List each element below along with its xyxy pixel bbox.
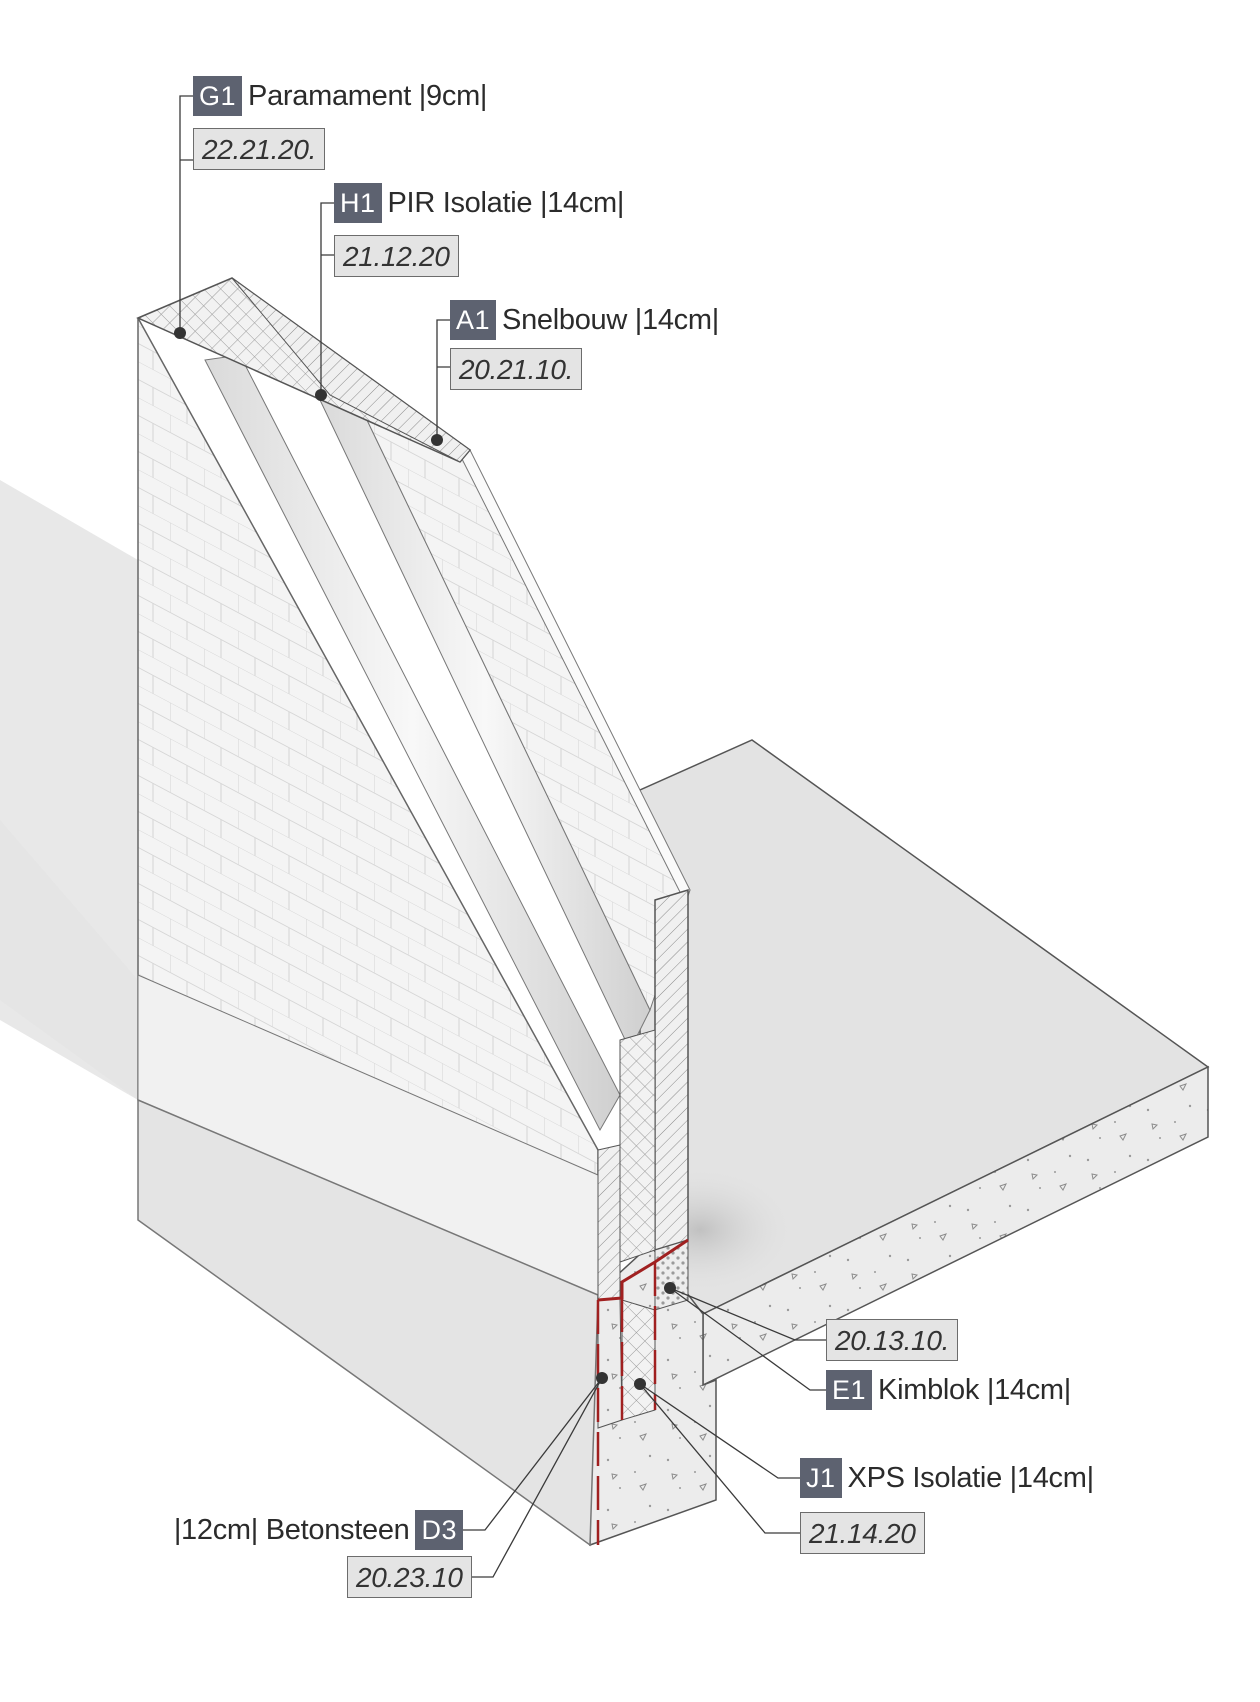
code-e1: 20.13.10. <box>826 1319 959 1361</box>
leader-h1 <box>320 202 334 395</box>
leader-lines <box>179 95 826 1578</box>
label-h1: PIR Isolatie |14cm| <box>387 186 625 219</box>
tag-g1: G1 <box>193 76 243 116</box>
section-cut-betonsteen <box>597 1297 623 1429</box>
label-g1: Paramament |9cm| <box>248 79 488 112</box>
code-j1: 21.14.20 <box>800 1512 925 1554</box>
label-a1: Snelbouw |14cm| <box>502 303 719 336</box>
callout-a1: A1 Snelbouw |14cm| <box>450 300 725 340</box>
tag-j1: J1 <box>800 1458 842 1498</box>
label-e1: Kimblok |14cm| <box>878 1373 1072 1406</box>
callout-j1: J1 XPS Isolatie |14cm| <box>800 1458 1100 1498</box>
leader-a1 <box>436 319 450 440</box>
tag-e1: E1 <box>826 1370 873 1410</box>
code-d3: 20.23.10 <box>347 1556 472 1598</box>
label-d3: |12cm| Betonsteen <box>173 1513 410 1546</box>
code-a1: 20.21.10. <box>450 348 583 390</box>
dot-g1 <box>174 327 186 339</box>
callout-h1: H1 PIR Isolatie |14cm| <box>334 183 630 223</box>
leader-e1 <box>669 1287 826 1391</box>
dot-d3 <box>596 1372 608 1384</box>
cut-line-upper <box>597 1238 689 1302</box>
dot-h1 <box>315 389 327 401</box>
leader-j1 <box>639 1383 800 1534</box>
code-h1: 21.12.20 <box>334 235 459 277</box>
tag-d3: D3 <box>415 1510 463 1550</box>
plinth-band-lower <box>137 1098 599 1547</box>
tag-h1: H1 <box>334 183 382 223</box>
cut-line-vertical <box>596 1262 657 1545</box>
dot-j1 <box>634 1378 646 1390</box>
tag-a1: A1 <box>450 300 497 340</box>
section-cut-facade <box>597 1144 621 1301</box>
cast-shadow-lower <box>0 820 138 1100</box>
callout-e1: E1 Kimblok |14cm| <box>826 1370 1077 1410</box>
section-cut-pir <box>619 1029 656 1263</box>
label-j1: XPS Isolatie |14cm| <box>847 1461 1095 1494</box>
leader-g1 <box>179 95 193 333</box>
dot-e1 <box>664 1282 676 1294</box>
callout-d3: |12cm| Betonsteen D3 <box>168 1510 463 1550</box>
callout-g1: G1 Paramament |9cm| <box>193 76 493 116</box>
leader-dots <box>174 327 676 1390</box>
code-g1: 22.21.20. <box>193 128 326 170</box>
dot-a1 <box>431 434 443 446</box>
wall-top-hatch <box>231 277 471 463</box>
section-cut-snelbouw <box>654 888 689 1252</box>
section-cut-xps <box>621 1299 656 1421</box>
leader-d3 <box>463 1377 603 1578</box>
